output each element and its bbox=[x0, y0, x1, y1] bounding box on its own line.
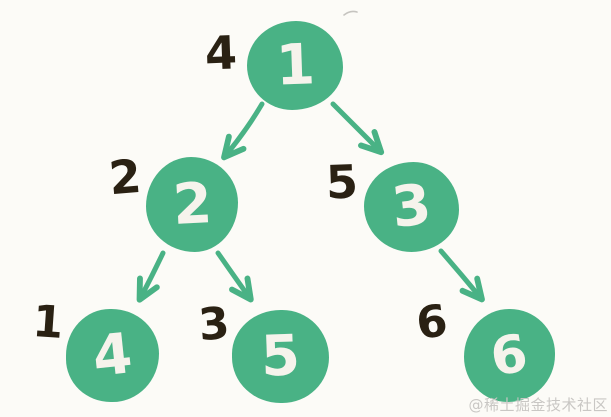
edge-1-to-2 bbox=[221, 101, 265, 161]
edge-3-to-6 bbox=[438, 248, 485, 303]
tree-node-1-value: 1 bbox=[274, 31, 316, 99]
tree-node-6: 6 bbox=[464, 309, 555, 402]
tree-node-3-value: 3 bbox=[388, 172, 435, 241]
tree-node-2-value: 2 bbox=[170, 170, 214, 238]
order-label-node-6: 6 bbox=[413, 295, 451, 350]
edge-1-to-3 bbox=[330, 101, 385, 156]
tree-node-6-value: 6 bbox=[486, 323, 533, 388]
order-label-node-5: 3 bbox=[196, 297, 232, 352]
tree-node-5: 5 bbox=[232, 310, 329, 403]
tree-node-3: 3 bbox=[364, 162, 459, 252]
order-label-node-3: 5 bbox=[325, 154, 359, 210]
tree-node-5-value: 5 bbox=[259, 322, 302, 390]
edge-2-to-5 bbox=[215, 250, 254, 303]
pen-squiggle-mark bbox=[343, 10, 358, 16]
tree-node-2: 2 bbox=[146, 157, 238, 252]
tree-node-1: 1 bbox=[247, 21, 343, 110]
edge-2-to-4 bbox=[136, 250, 166, 303]
order-label-node-4: 1 bbox=[30, 295, 66, 350]
order-label-node-1: 4 bbox=[204, 25, 238, 81]
tree-node-4: 4 bbox=[66, 309, 159, 402]
watermark-text: @稀土掘金技术社区 bbox=[468, 396, 608, 414]
order-label-node-2: 2 bbox=[106, 148, 144, 206]
tree-node-4-value: 4 bbox=[89, 320, 136, 390]
